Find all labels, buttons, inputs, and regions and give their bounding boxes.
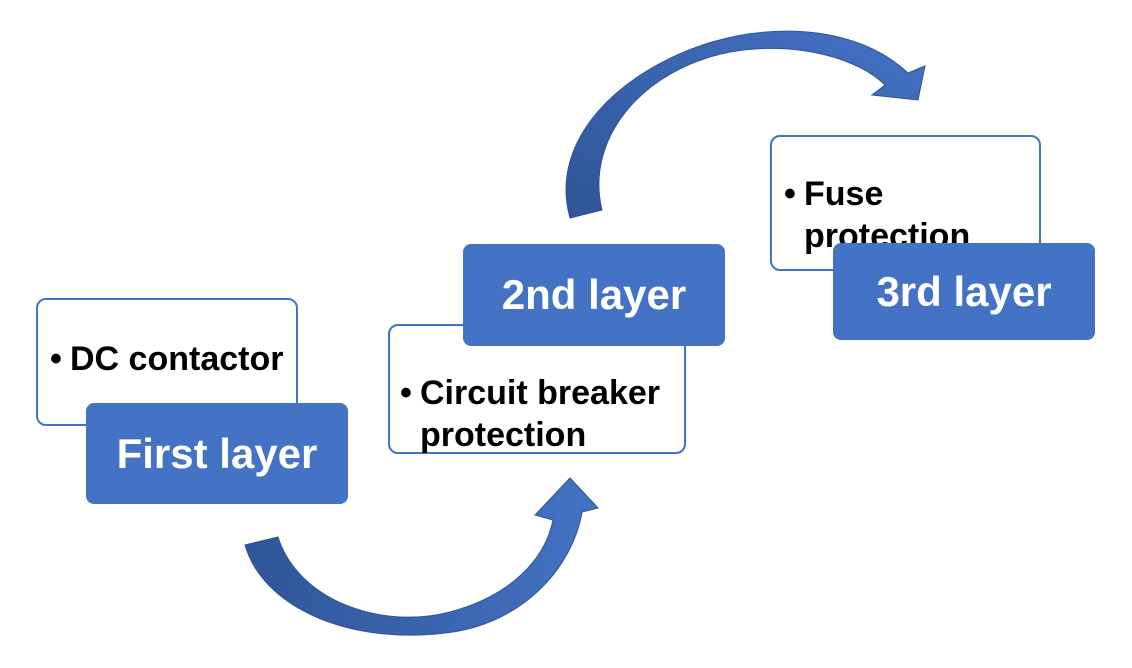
layer-2-bullet-text: Circuit breaker protection bbox=[420, 374, 660, 454]
curved-arrow-icon bbox=[244, 477, 599, 636]
layer-2-label-text: 2nd layer bbox=[501, 271, 687, 318]
bullet-dot: • bbox=[400, 374, 412, 412]
layer-1-label-text: First layer bbox=[116, 429, 318, 477]
bullet-dot: • bbox=[50, 340, 62, 378]
curved-arrow-icon bbox=[565, 30, 926, 219]
bullet-dot: • bbox=[784, 175, 796, 213]
layer-2-bullet: • Circuit breaker protection bbox=[400, 372, 678, 456]
layer-1-bullet-text: DC contactor bbox=[70, 340, 284, 378]
layer-2-label: 2nd layer bbox=[463, 244, 725, 346]
layer-3-label-text: 3rd layer bbox=[876, 267, 1052, 315]
layer-3-label: 3rd layer bbox=[833, 243, 1095, 340]
layer-1-bullet: • DC contactor bbox=[50, 338, 286, 380]
layer-1-label: First layer bbox=[86, 403, 348, 504]
